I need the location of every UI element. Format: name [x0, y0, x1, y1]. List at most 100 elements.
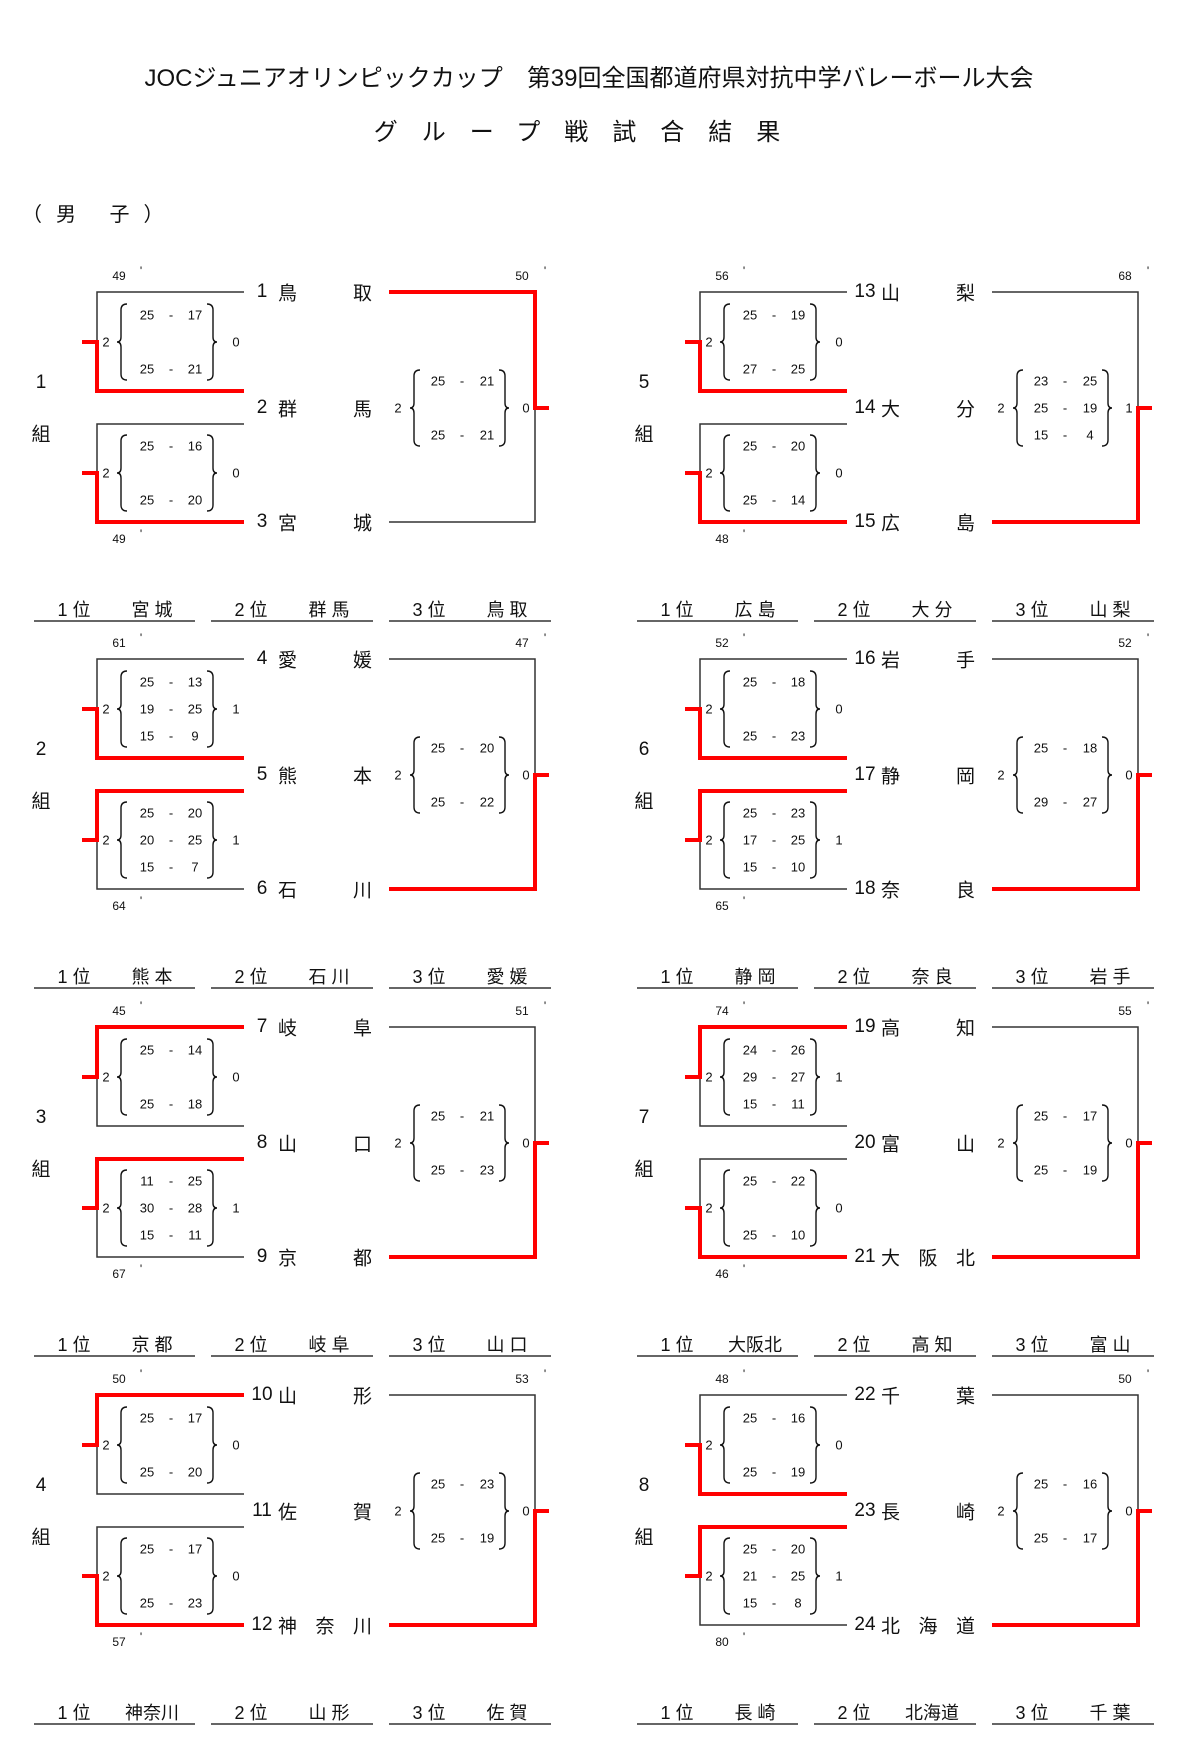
team-name: 山口: [278, 1130, 372, 1157]
set-score-winner: 25: [139, 307, 155, 323]
final-winner-path-line: [992, 1141, 1152, 1259]
loser-sets-won: 0: [232, 334, 240, 350]
match-duration: 80: [715, 1635, 729, 1649]
minute-mark: ': [1146, 1367, 1150, 1381]
match-duration: 67: [112, 1267, 126, 1281]
team-name: 石川: [278, 876, 372, 903]
minute-mark: ': [139, 1367, 143, 1381]
winner-path-line: [82, 1025, 244, 1079]
ranking-team: 山 口: [486, 1335, 528, 1355]
set-score-separator: -: [168, 492, 174, 508]
set-score-separator: -: [1062, 740, 1068, 756]
set-score-separator: -: [168, 805, 174, 821]
team-name: 山形: [278, 1382, 372, 1409]
brace-right-icon: [498, 1472, 510, 1550]
team-name-char: 石: [278, 880, 298, 902]
ranking-team: 北海道: [905, 1703, 959, 1723]
brace-right-icon: [809, 1537, 821, 1615]
minute-mark: ': [139, 264, 143, 278]
group-suffix-label: 組: [634, 1527, 654, 1549]
set-score-loser: 28: [187, 1200, 203, 1216]
final-winner-path-line: [389, 1141, 549, 1259]
set-score-loser: 20: [790, 438, 806, 454]
ranking-team: 富 山: [1089, 1335, 1131, 1355]
team-name: 鳥取: [278, 279, 372, 306]
set-score-loser: 26: [790, 1042, 806, 1058]
match-duration: 46: [715, 1267, 729, 1281]
set-score-loser: 10: [790, 1227, 806, 1243]
brace-left-icon: [409, 736, 421, 814]
brace-left-icon: [409, 1104, 421, 1182]
team-number: 9: [256, 1246, 268, 1267]
match-duration: 48: [715, 532, 729, 546]
winner-sets-won: 2: [997, 1135, 1005, 1151]
team-number: 1: [256, 281, 268, 302]
ranking-place: 2 位: [234, 967, 268, 987]
set-score-winner: 25: [1033, 1530, 1049, 1546]
loser-sets-won: 0: [232, 465, 240, 481]
set-score-loser: 4: [1086, 427, 1094, 443]
loser-sets-won: 0: [232, 1437, 240, 1453]
brace-left-icon: [719, 1406, 731, 1484]
team-name: 京都: [278, 1244, 372, 1271]
loser-sets-won: 1: [1125, 400, 1133, 416]
set-score-separator: -: [1062, 1108, 1068, 1124]
winner-path-line: [82, 1574, 244, 1627]
set-score-loser: 19: [790, 1464, 806, 1480]
brace-left-icon: [409, 1472, 421, 1550]
set-score-winner: 25: [139, 1541, 155, 1557]
team-name-char: 熊: [278, 766, 298, 788]
set-score-loser: 16: [187, 438, 203, 454]
set-score-loser: 16: [1082, 1476, 1098, 1492]
match-duration: 49: [112, 269, 126, 283]
match-duration: 64: [112, 899, 126, 913]
ranking-place: 3 位: [412, 600, 446, 620]
ranking-team: 高 知: [911, 1335, 953, 1355]
set-score-loser: 19: [1082, 400, 1098, 416]
brace-left-icon: [116, 1169, 128, 1247]
brace-left-icon: [1012, 369, 1024, 447]
set-score-loser: 23: [790, 728, 806, 744]
brace-left-icon: [719, 1537, 731, 1615]
set-score-winner: 25: [139, 438, 155, 454]
group-suffix-label: 組: [31, 791, 51, 813]
set-score-winner: 19: [139, 701, 155, 717]
team-name-char: 城: [352, 513, 372, 535]
brace-right-icon: [206, 1038, 218, 1116]
set-score-separator: -: [771, 361, 777, 377]
team-name-char: 大: [881, 1248, 901, 1270]
winner-path-line: [82, 340, 244, 393]
set-score-winner: 27: [742, 361, 758, 377]
team-name-char: 都: [352, 1248, 372, 1270]
set-score-loser: 21: [479, 427, 495, 443]
team-number: 13: [854, 281, 876, 302]
set-score-loser: 18: [1082, 740, 1098, 756]
team-name-char: 岩: [881, 650, 901, 672]
team-number: 20: [854, 1132, 876, 1153]
brace-left-icon: [1012, 1472, 1024, 1550]
set-score-winner: 25: [139, 1464, 155, 1480]
set-score-separator: -: [459, 794, 465, 810]
winner-path-line: [82, 1157, 244, 1210]
set-score-winner: 15: [139, 859, 155, 875]
set-score-separator: -: [168, 1541, 174, 1557]
brace-right-icon: [1101, 1472, 1113, 1550]
brace-right-icon: [809, 1169, 821, 1247]
set-score-separator: -: [459, 373, 465, 389]
team-name-char: 阜: [352, 1018, 372, 1040]
set-score-winner: 25: [742, 307, 758, 323]
set-score-winner: 25: [139, 361, 155, 377]
ranking-place: 3 位: [412, 967, 446, 987]
set-score-winner: 25: [139, 492, 155, 508]
team-name-char: 宮: [278, 513, 298, 535]
set-score-loser: 17: [187, 1541, 203, 1557]
set-score-winner: 25: [742, 805, 758, 821]
set-score-winner: 25: [1033, 1476, 1049, 1492]
set-score-loser: 16: [790, 1410, 806, 1426]
winner-sets-won: 2: [705, 1200, 713, 1216]
set-score-winner: 25: [742, 1410, 758, 1426]
team-number: 23: [854, 1500, 876, 1521]
set-score-winner: 25: [430, 740, 446, 756]
brace-right-icon: [498, 736, 510, 814]
minute-mark: ': [742, 527, 746, 541]
